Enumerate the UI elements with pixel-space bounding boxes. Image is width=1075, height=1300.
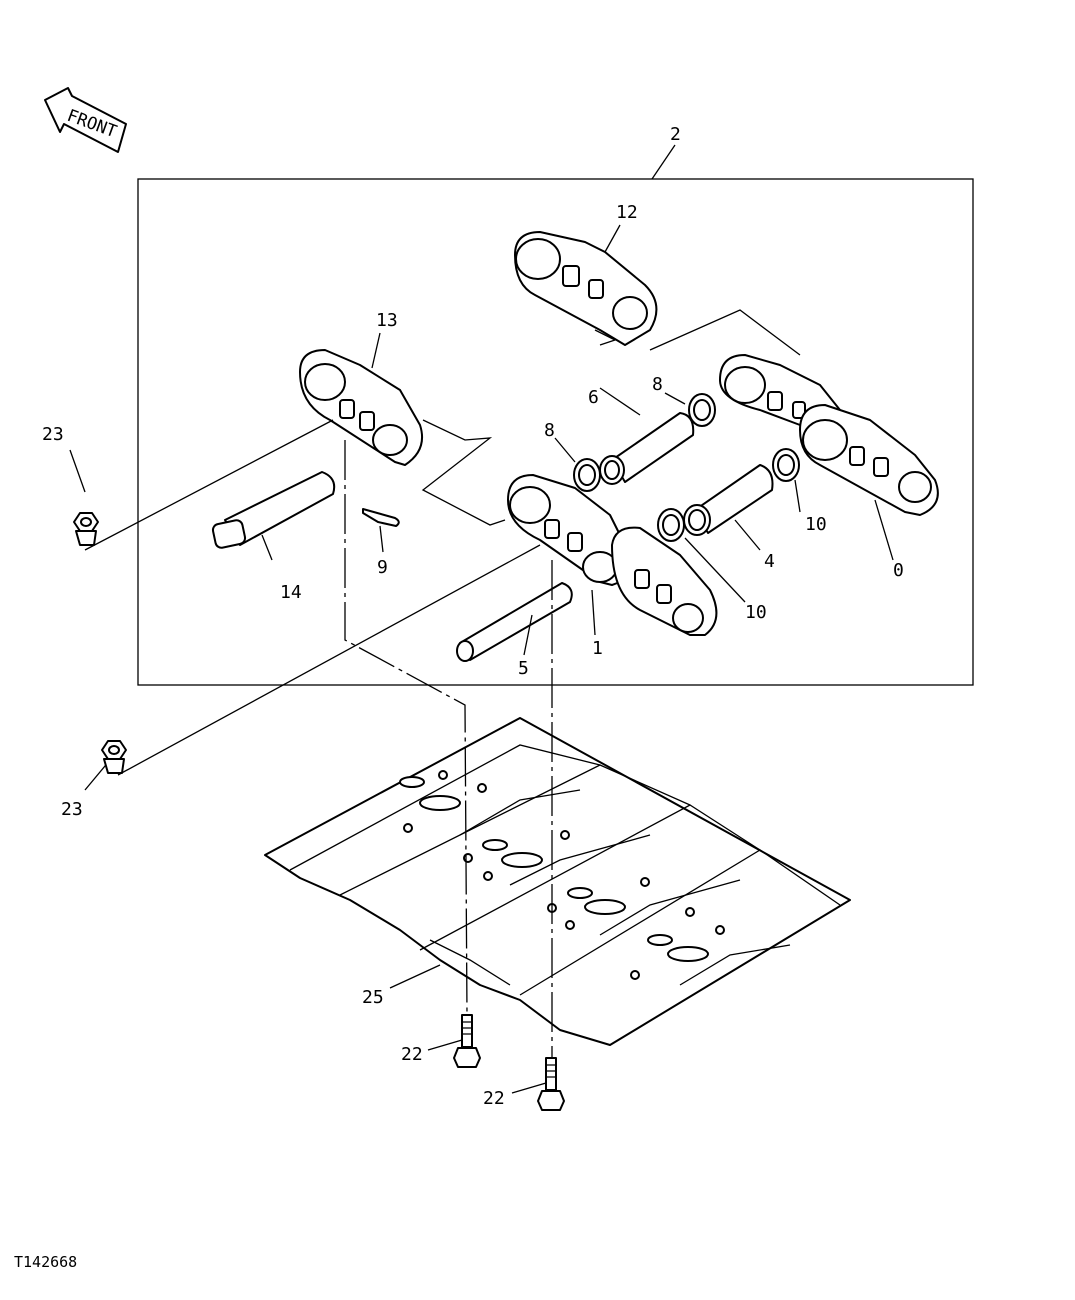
- callout-23-upper: 23: [42, 424, 64, 445]
- seal-8-lower: [573, 458, 601, 492]
- callout-8-lower: 8: [544, 420, 555, 441]
- bolt-22-left: [453, 1014, 481, 1068]
- bolt-22-right: [537, 1057, 565, 1111]
- pin-5: [456, 582, 573, 662]
- nut-leaders: [69, 419, 541, 791]
- front-arrow-icon: FRONT: [44, 87, 127, 153]
- nut-23-lower: [101, 740, 127, 774]
- callout-8-upper: 8: [652, 374, 663, 395]
- callout-1: 1: [592, 638, 603, 659]
- callout-10-lower: 10: [745, 602, 767, 623]
- link-1: [507, 474, 718, 636]
- callout-22-left: 22: [401, 1044, 423, 1065]
- seal-8-upper: [688, 393, 716, 427]
- cotter-pin-9: [362, 508, 400, 527]
- leader-lines: [261, 144, 894, 656]
- seal-10-upper: [772, 448, 800, 482]
- link-0: [719, 354, 939, 516]
- callout-2: 2: [670, 124, 681, 145]
- link-12: [514, 231, 658, 346]
- callout-14: 14: [280, 582, 302, 603]
- callout-9: 9: [377, 557, 388, 578]
- bushing-6: [599, 412, 695, 485]
- callout-23-lower: 23: [61, 799, 83, 820]
- callout-12: 12: [616, 202, 638, 223]
- assembly-frame: [137, 178, 974, 686]
- nut-23-upper: [73, 512, 99, 546]
- callout-0: 0: [893, 560, 904, 581]
- callout-10-upper: 10: [805, 514, 827, 535]
- callout-25: 25: [362, 987, 384, 1008]
- seal-10-lower: [657, 508, 685, 542]
- callout-5: 5: [518, 658, 529, 679]
- callout-4: 4: [764, 551, 775, 572]
- assembly-centerlines: [344, 440, 553, 1058]
- bolt-leaders: [389, 964, 547, 1094]
- callout-13: 13: [376, 310, 398, 331]
- figure-id: T142668: [14, 1253, 77, 1271]
- callouts: 2 12 13 8 6 8 23 10 4 0 9 14 10 1 5 23 2…: [42, 124, 904, 1109]
- callout-6: 6: [588, 387, 599, 408]
- bushing-4: [683, 464, 774, 536]
- link-13: [299, 349, 424, 466]
- track-shoe-25: [264, 717, 851, 1046]
- master-pin-14: [211, 471, 336, 549]
- callout-22-right: 22: [483, 1088, 505, 1109]
